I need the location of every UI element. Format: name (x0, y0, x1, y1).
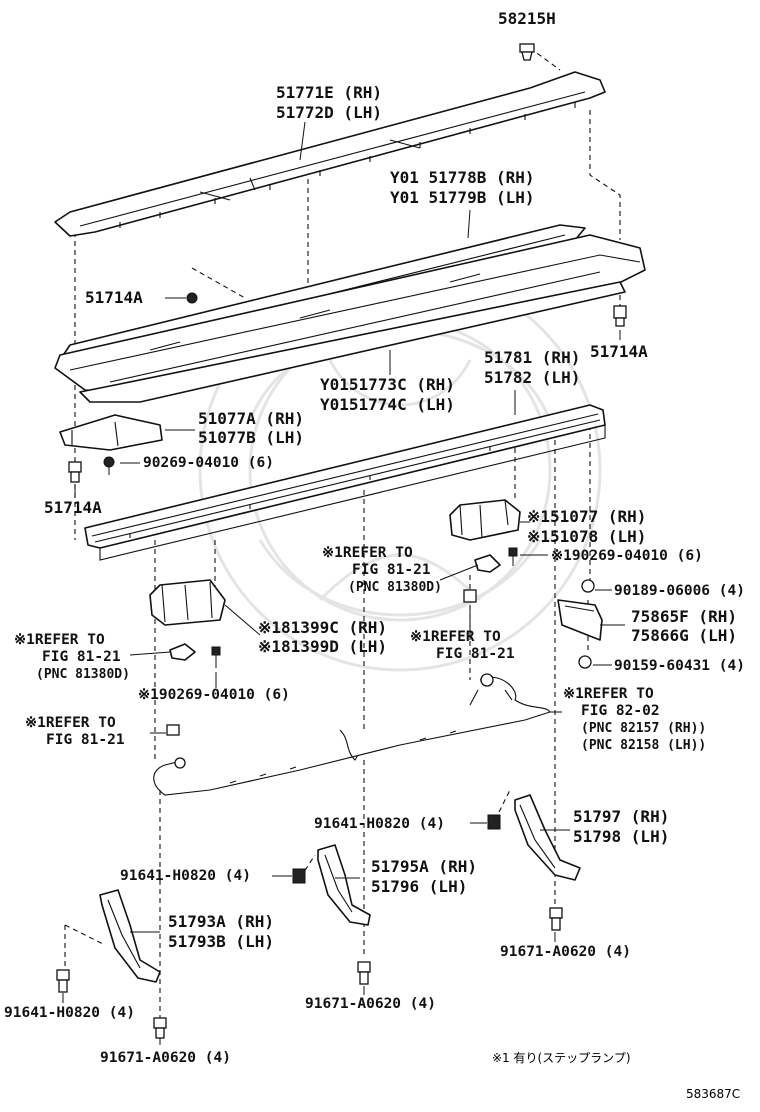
label-ref1-a: ※1REFER TO (322, 545, 413, 561)
label-ref3-b: FIG 81-21 (436, 646, 515, 662)
label-ref5-b: FIG 81-21 (46, 732, 125, 748)
label-91641-left: 91641-H0820 (4) (4, 1005, 135, 1021)
clip-58215h (519, 43, 535, 61)
bolt-91671-right (549, 907, 563, 931)
bolt-91641-middle (292, 868, 306, 884)
label-51077a: 51077A (RH) (198, 409, 304, 428)
label-ref4-d: (PNC 82158 (LH)) (581, 738, 706, 753)
label-91671-right: 91671-A0620 (4) (500, 944, 631, 960)
step-lamp-75865f (557, 599, 603, 641)
label-51714a-upper: 51714A (85, 288, 143, 307)
label-51782: 51782 (LH) (484, 368, 580, 387)
label-51077b: 51077B (LH) (198, 428, 304, 447)
wire-harness (153, 673, 551, 796)
label-ref2-a: ※1REFER TO (14, 632, 105, 648)
label-91671-left: 91671-A0620 (4) (100, 1050, 231, 1066)
screw-90269-right (508, 547, 518, 566)
bracket-51795a (317, 844, 371, 926)
label-ref2-c: (PNC 81380D) (36, 667, 130, 682)
connector-left-lower (166, 724, 180, 736)
bracket-51793a (99, 889, 161, 983)
label-51714a-left: 51714A (44, 498, 102, 517)
clip-51714a-left (68, 461, 82, 483)
label-58215h: 58215H (498, 9, 556, 28)
label-ref2-b: FIG 81-21 (42, 649, 121, 665)
label-51793a: 51793A (RH) (168, 912, 274, 931)
label-90159: 90159-60431 (4) (614, 658, 745, 674)
label-81399d: ※181399D (LH) (258, 637, 387, 656)
label-75866g: 75866G (LH) (631, 626, 737, 645)
label-51714a-right: 51714A (590, 342, 648, 361)
label-51078: ※151078 (LH) (527, 527, 646, 546)
nut-90189 (581, 579, 595, 593)
screw-90269-left (211, 646, 221, 668)
leader-lines (62, 121, 625, 1045)
bracket-51077a (59, 414, 163, 451)
label-51798: 51798 (LH) (573, 827, 669, 846)
label-ref4-c: (PNC 82157 (RH)) (581, 721, 706, 736)
part-labels: 58215H 51771E (RH) 51772D (LH) Y01 51778… (4, 9, 745, 1101)
reinforcement-rail (84, 404, 606, 561)
label-51773c: Y0151773C (RH) (320, 375, 455, 394)
step-garnish-upper (54, 71, 606, 237)
label-51771e: 51771E (RH) (276, 83, 382, 102)
label-ref5-a: ※1REFER TO (25, 715, 116, 731)
label-51797: 51797 (RH) (573, 807, 669, 826)
screw-90269-upper (103, 456, 115, 475)
label-91671-middle: 91671-A0620 (4) (305, 996, 436, 1012)
diagram-code: 583687C (686, 1087, 740, 1101)
label-90189: 90189-06006 (4) (614, 583, 745, 599)
lamp-connector-right (474, 554, 501, 573)
label-91641-middle: 91641-H0820 (4) (120, 868, 251, 884)
label-81399c: ※181399C (RH) (258, 618, 387, 637)
step-body (54, 234, 646, 403)
label-51772d: 51772D (LH) (276, 103, 382, 122)
label-51778b: Y01 51778B (RH) (390, 168, 535, 187)
lamp-bracket-51077 (449, 499, 521, 541)
bracket-51797 (514, 794, 581, 881)
label-90269-upper: 90269-04010 (6) (143, 455, 274, 471)
label-51781: 51781 (RH) (484, 348, 580, 367)
label-51796: 51796 (LH) (371, 877, 467, 896)
screw-90159 (578, 655, 592, 669)
clip-51714a-upper (186, 292, 198, 304)
label-ref1-c: (PNC 81380D) (348, 580, 442, 595)
label-75865f: 75865F (RH) (631, 607, 737, 626)
bolt-91641-left (56, 969, 70, 993)
bolt-91671-middle (357, 961, 371, 985)
footnote: ※1 有り(ステップランプ) (492, 1051, 631, 1065)
label-51793b: 51793B (LH) (168, 932, 274, 951)
alignment-lines (64, 47, 621, 1020)
label-90269-left: ※190269-04010 (6) (138, 687, 290, 703)
connector-right-upper (463, 589, 477, 603)
label-ref1-b: FIG 81-21 (352, 562, 431, 578)
label-51779b: Y01 51779B (LH) (390, 188, 535, 207)
label-ref4-b: FIG 82-02 (581, 703, 660, 719)
label-90269-right: ※190269-04010 (6) (551, 548, 703, 564)
label-ref4-a: ※1REFER TO (563, 686, 654, 702)
label-51795a: 51795A (RH) (371, 857, 477, 876)
lamp-bracket-81399c (149, 579, 226, 626)
label-ref3-a: ※1REFER TO (410, 629, 501, 645)
bolt-91671-left (153, 1017, 167, 1039)
label-51077: ※151077 (RH) (527, 507, 646, 526)
clip-51714a-right (613, 305, 627, 327)
label-51774c: Y0151774C (LH) (320, 395, 455, 414)
label-91641-right: 91641-H0820 (4) (314, 816, 445, 832)
lamp-connector-left (169, 643, 196, 661)
bolt-91641-right (487, 814, 501, 830)
